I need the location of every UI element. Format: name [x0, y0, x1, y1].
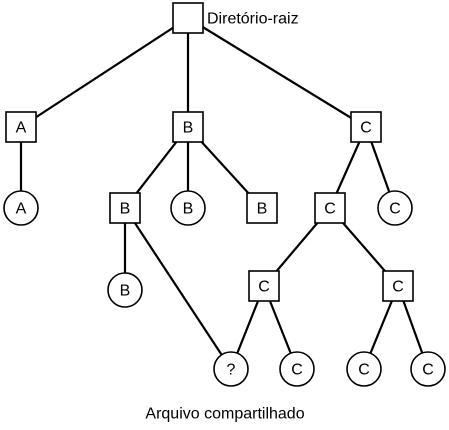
file-node-file-c2: C: [279, 351, 315, 387]
edge-root-to-dir-c: [186, 16, 368, 129]
root-directory-label: Diretório-raiz: [207, 11, 299, 28]
file-circle: [346, 351, 382, 387]
directory-node-dir-c1: C: [314, 192, 346, 224]
file-circle: [410, 351, 446, 387]
node-label: A: [16, 201, 27, 218]
node-label: B: [120, 201, 131, 218]
directory-node-root: [172, 2, 204, 34]
directory-square: [246, 192, 278, 224]
directory-square: [314, 192, 346, 224]
file-circle: [377, 190, 413, 226]
file-circle: [170, 190, 206, 226]
node-label: B: [257, 201, 268, 218]
directory-square: [172, 111, 204, 143]
directory-square: [350, 111, 382, 143]
file-circle: [107, 272, 143, 308]
file-circle: [3, 190, 39, 226]
node-label: C: [358, 362, 370, 379]
file-node-file-b2: B: [107, 272, 143, 308]
file-node-file-c1: C: [377, 190, 413, 226]
directory-square: [109, 192, 141, 224]
file-node-file-shared: ?: [213, 351, 249, 387]
file-node-file-b1: B: [170, 190, 206, 226]
shared-file-caption: Arquivo compartilhado: [145, 406, 304, 423]
directory-square: [5, 111, 37, 143]
node-label: C: [422, 362, 434, 379]
directory-node-dir-b1: B: [109, 192, 141, 224]
directory-node-dir-c: C: [350, 111, 382, 143]
file-circle: [279, 351, 315, 387]
edges-layer: [19, 16, 430, 371]
node-label: C: [291, 362, 303, 379]
file-node-file-c3: C: [346, 351, 382, 387]
node-label: C: [360, 120, 372, 137]
directory-square: [172, 2, 204, 34]
edge-dir-b1-to-file-shared: [123, 206, 233, 371]
directory-square: [248, 270, 280, 302]
file-circle: [213, 351, 249, 387]
directory-node-dir-b: B: [172, 111, 204, 143]
node-label: A: [16, 120, 27, 137]
node-label: ?: [227, 362, 236, 379]
directory-square: [382, 270, 414, 302]
directory-node-dir-c2: C: [248, 270, 280, 302]
node-label: B: [120, 283, 131, 300]
node-label: B: [183, 120, 194, 137]
node-label: B: [183, 201, 194, 218]
node-label: C: [389, 201, 401, 218]
node-label: C: [324, 201, 336, 218]
file-node-file-a: A: [3, 190, 39, 226]
file-node-file-c4: C: [410, 351, 446, 387]
edge-root-to-dir-a: [19, 16, 190, 129]
nodes-layer: A B C A B B B C C B C C? C C C: [3, 2, 446, 387]
directory-node-dir-c3: C: [382, 270, 414, 302]
directory-node-dir-b2: B: [246, 192, 278, 224]
directory-node-dir-a: A: [5, 111, 37, 143]
node-label: C: [258, 279, 270, 296]
node-label: C: [392, 279, 404, 296]
